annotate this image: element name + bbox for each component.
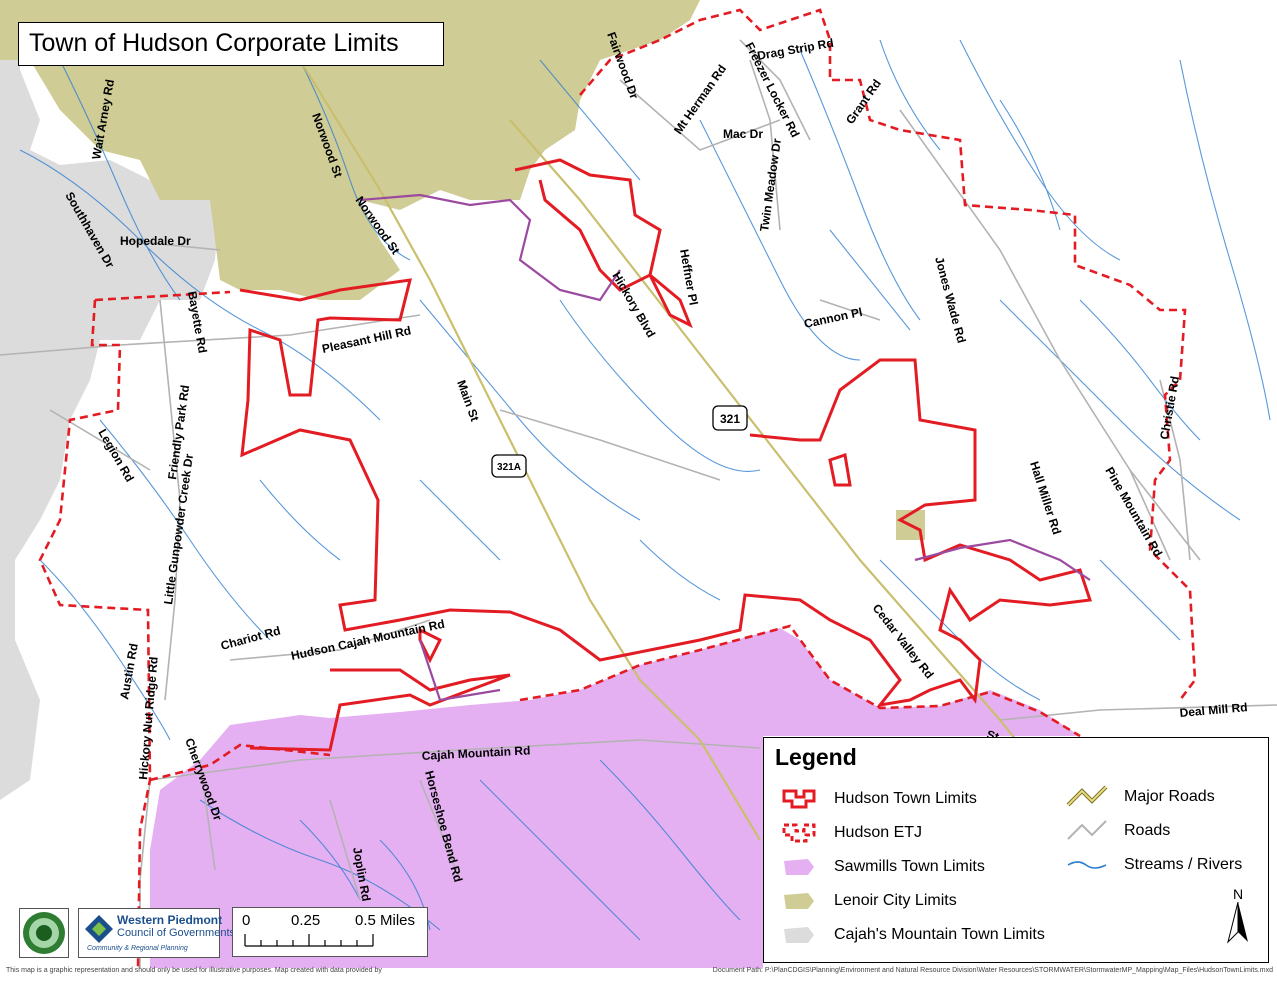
town-seal-logo	[19, 908, 69, 958]
stream-line-icon	[1067, 861, 1107, 869]
road-label: Hopedale Dr	[120, 234, 191, 248]
legend-item-lenoir: Lenoir City Limits	[778, 888, 957, 914]
north-arrow-icon	[1227, 901, 1248, 944]
legend-item-cajahs: Cajah's Mountain Town Limits	[778, 922, 1045, 948]
scale-bar: 0 0.25 0.5 Miles	[232, 907, 428, 957]
scale-label-2: 0.5 Miles	[355, 912, 416, 929]
legend-label: Roads	[1124, 822, 1171, 839]
road-label: Deal Mill Rd	[1179, 700, 1248, 720]
wpcog-logo-icon	[85, 915, 113, 943]
scale-label-0: 0	[242, 912, 251, 929]
legend-label: Hudson ETJ	[834, 824, 923, 841]
legend-label: Cajah's Mountain Town Limits	[834, 926, 1045, 943]
roads	[0, 39, 1277, 968]
legend-item-sawmills: Sawmills Town Limits	[778, 854, 985, 880]
major-road-line-icon	[1066, 785, 1108, 807]
logo-name-line1: Western Piedmont	[117, 913, 223, 927]
road-label: Mac Dr	[723, 127, 763, 141]
etj-swatch-icon	[782, 823, 816, 843]
us-321-label: 321	[720, 412, 740, 426]
cajahs-swatch-icon	[784, 927, 814, 943]
town-limits-boundary	[239, 158, 1093, 752]
wpcog-logo: Western Piedmont Council of Governments …	[78, 908, 235, 958]
legend-label: Hudson Town Limits	[834, 790, 977, 807]
logo-tagline: Community & Regional Planning	[87, 945, 188, 952]
sawmills-swatch-icon	[784, 859, 814, 875]
legend-label: Sawmills Town Limits	[834, 858, 985, 875]
legend-label: Major Roads	[1124, 788, 1215, 805]
legend-item-etj: Hudson ETJ	[778, 820, 922, 846]
road-line-icon	[1067, 820, 1107, 840]
legend-label: Lenoir City Limits	[834, 892, 957, 909]
legend-item-roads: Roads	[1064, 818, 1170, 844]
road-label: Cajah Mountain Rd	[421, 743, 530, 763]
logo-name-line2: Council of Governments	[117, 927, 235, 939]
sawmills-area	[150, 628, 1080, 968]
lenoir-city-area	[0, 0, 700, 300]
us-321-shield: 321	[712, 405, 748, 431]
sawmills-border	[359, 193, 1091, 702]
disclaimer-text: This map is a graphic representation and…	[6, 967, 382, 974]
us-321a-shield: 321A	[491, 454, 527, 478]
legend-label: Streams / Rivers	[1124, 856, 1243, 873]
legend-item-streams: Streams / Rivers	[1064, 852, 1242, 878]
lenoir-swatch-icon	[784, 893, 814, 909]
legend-item-town-limits: Hudson Town Limits	[778, 786, 977, 812]
legend-title: Legend	[775, 744, 857, 770]
north-arrow: N	[1221, 886, 1255, 950]
scale-ticks-icon	[244, 934, 374, 947]
cajahs-mountain-area	[0, 40, 220, 800]
document-path-text: Document Path: P:\PlanCDGIS\Planning\Env…	[712, 967, 1273, 974]
scale-label-1: 0.25	[291, 912, 321, 929]
us-321a-label: 321A	[497, 462, 521, 473]
town-seal-icon	[23, 912, 65, 954]
legend-item-major-roads: Major Roads	[1064, 784, 1215, 810]
town-limits-swatch-icon	[782, 789, 816, 809]
north-label: N	[1232, 886, 1244, 902]
map-title: Town of Hudson Corporate Limits	[18, 22, 444, 66]
legend: Legend Hudson Town Limits Hudson ETJ Saw…	[763, 737, 1269, 963]
